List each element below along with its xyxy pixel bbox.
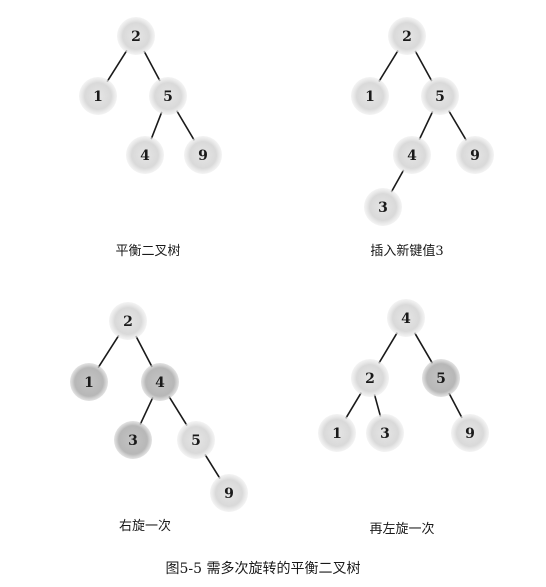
node-label: 5 [435, 89, 445, 105]
node-label: 1 [84, 375, 94, 391]
node-circle [210, 474, 248, 512]
tree-node-2: 2 [351, 359, 389, 397]
node-circle [184, 136, 222, 174]
edge-5-4 [150, 111, 163, 140]
tree-caption-balanced: 平衡二叉树 [115, 244, 180, 259]
node-circle [109, 302, 147, 340]
tree-node-1: 1 [318, 414, 356, 452]
node-label: 4 [401, 311, 411, 327]
edge-2-1 [97, 334, 120, 369]
node-label: 9 [224, 486, 234, 502]
edge-5-9 [175, 110, 196, 141]
node-label: 2 [402, 29, 412, 45]
node-label: 2 [123, 314, 133, 330]
node-circle [126, 136, 164, 174]
tree-node-9: 9 [451, 414, 489, 452]
node-circle [70, 363, 108, 401]
edge-2-5 [143, 50, 161, 82]
tree-node-4: 4 [126, 136, 164, 174]
node-label: 9 [470, 148, 480, 164]
edge-5-9 [447, 110, 468, 141]
tree-balanced: 2 1 5 4 9 [79, 17, 222, 174]
node-circle [387, 299, 425, 337]
node-circle [388, 17, 426, 55]
edge-2-1 [378, 50, 399, 82]
edge-5-9 [448, 392, 463, 419]
tree-node-1: 1 [351, 77, 389, 115]
edge-2-3 [373, 394, 382, 417]
node-label: 1 [365, 89, 375, 105]
edge-2-1 [106, 49, 128, 83]
tree-node-9: 9 [184, 136, 222, 174]
edge-5-9 [204, 454, 221, 479]
node-label: 2 [365, 371, 375, 387]
tree-node-1: 1 [70, 363, 108, 401]
node-circle [351, 77, 389, 115]
node-label: 1 [93, 89, 103, 105]
node-label: 9 [465, 426, 475, 442]
edge-4-2 [378, 332, 398, 364]
tree-node-4: 4 [387, 299, 425, 337]
node-label: 2 [131, 29, 141, 45]
tree-node-5: 5 [421, 77, 459, 115]
node-label: 4 [140, 148, 150, 164]
node-label: 5 [191, 433, 201, 449]
edge-2-4 [135, 335, 153, 368]
tree-node-3: 3 [366, 414, 404, 452]
tree-node-5: 5 [149, 77, 187, 115]
node-label: 3 [378, 200, 388, 216]
node-circle [456, 136, 494, 174]
node-label: 5 [163, 89, 173, 105]
node-circle [364, 188, 402, 226]
node-circle [366, 414, 404, 452]
tree-node-2: 2 [117, 17, 155, 55]
node-label: 3 [380, 426, 390, 442]
node-label: 4 [407, 148, 417, 164]
node-circle [393, 136, 431, 174]
edge-2-5 [414, 50, 433, 82]
node-circle [117, 17, 155, 55]
tree-node-4: 4 [141, 363, 179, 401]
tree-node-2: 2 [109, 302, 147, 340]
tree-caption-right-rotation: 右旋一次 [119, 518, 171, 534]
tree-insert-3: 2 1 5 4 9 3 [351, 17, 494, 226]
node-label: 3 [128, 433, 138, 449]
tree-caption-insert: 插入新键值3 [370, 243, 443, 259]
node-circle [451, 414, 489, 452]
edge-4-3 [139, 397, 154, 425]
tree-node-9: 9 [210, 474, 248, 512]
edge-4-3 [390, 169, 405, 193]
edge-5-4 [418, 111, 434, 140]
node-circle [421, 77, 459, 115]
tree-caption-left-rotation: 再左旋一次 [369, 521, 434, 537]
tree-node-2: 2 [388, 17, 426, 55]
node-label: 5 [436, 371, 446, 387]
edge-4-5 [168, 396, 188, 426]
edge-2-1 [345, 392, 362, 419]
node-circle [149, 77, 187, 115]
figure-caption: 图5-5 需多次旋转的平衡二叉树 [166, 560, 361, 577]
node-circle [422, 359, 460, 397]
node-label: 1 [332, 426, 342, 442]
tree-node-5: 5 [422, 359, 460, 397]
tree-node-3: 3 [364, 188, 402, 226]
tree-node-4: 4 [393, 136, 431, 174]
edge-4-5 [413, 332, 434, 364]
node-label: 9 [198, 148, 208, 164]
tree-node-5: 5 [177, 421, 215, 459]
node-circle [79, 77, 117, 115]
node-label: 4 [155, 375, 165, 391]
node-circle [351, 359, 389, 397]
tree-left-rotation: 4 2 5 1 3 9 [318, 299, 489, 452]
tree-node-9: 9 [456, 136, 494, 174]
tree-node-1: 1 [79, 77, 117, 115]
node-circle [114, 421, 152, 459]
node-circle [318, 414, 356, 452]
node-circle [177, 421, 215, 459]
tree-node-3: 3 [114, 421, 152, 459]
tree-right-rotation: 2 1 4 3 5 9 [70, 302, 248, 512]
node-circle [141, 363, 179, 401]
